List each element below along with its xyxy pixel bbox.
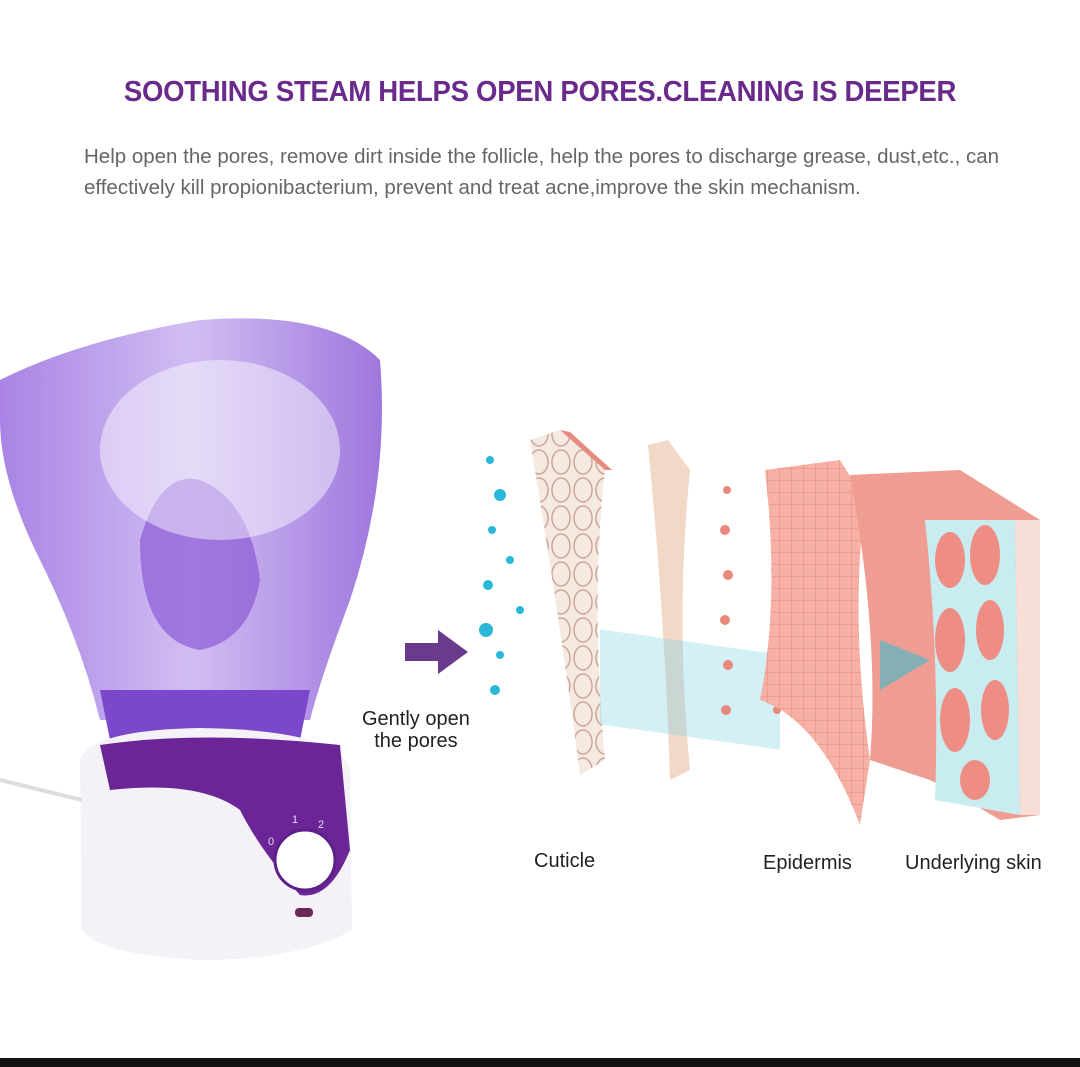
callout-label: Gently open the pores: [362, 708, 470, 752]
description: Help open the pores, remove dirt inside …: [84, 145, 1000, 199]
steam-droplets: [479, 456, 524, 695]
label-epidermis: Epidermis: [763, 852, 852, 874]
dial-mark: 1: [292, 814, 298, 826]
dial-mark: 2: [318, 819, 324, 831]
callout-line2: the pores: [374, 730, 458, 752]
label-cuticle: Cuticle: [534, 850, 596, 872]
arrow-icon: [405, 630, 468, 674]
dial-mark: 0: [268, 836, 274, 848]
facial-steamer-image: 0 1 2: [0, 318, 382, 960]
headline: SOOTHING STEAM HELPS OPEN PORES.CLEANING…: [123, 76, 957, 108]
bottom-bar: [0, 1058, 1080, 1067]
callout-line1: Gently open: [362, 708, 470, 730]
label-underlying-skin: Underlying skin: [905, 852, 1042, 874]
